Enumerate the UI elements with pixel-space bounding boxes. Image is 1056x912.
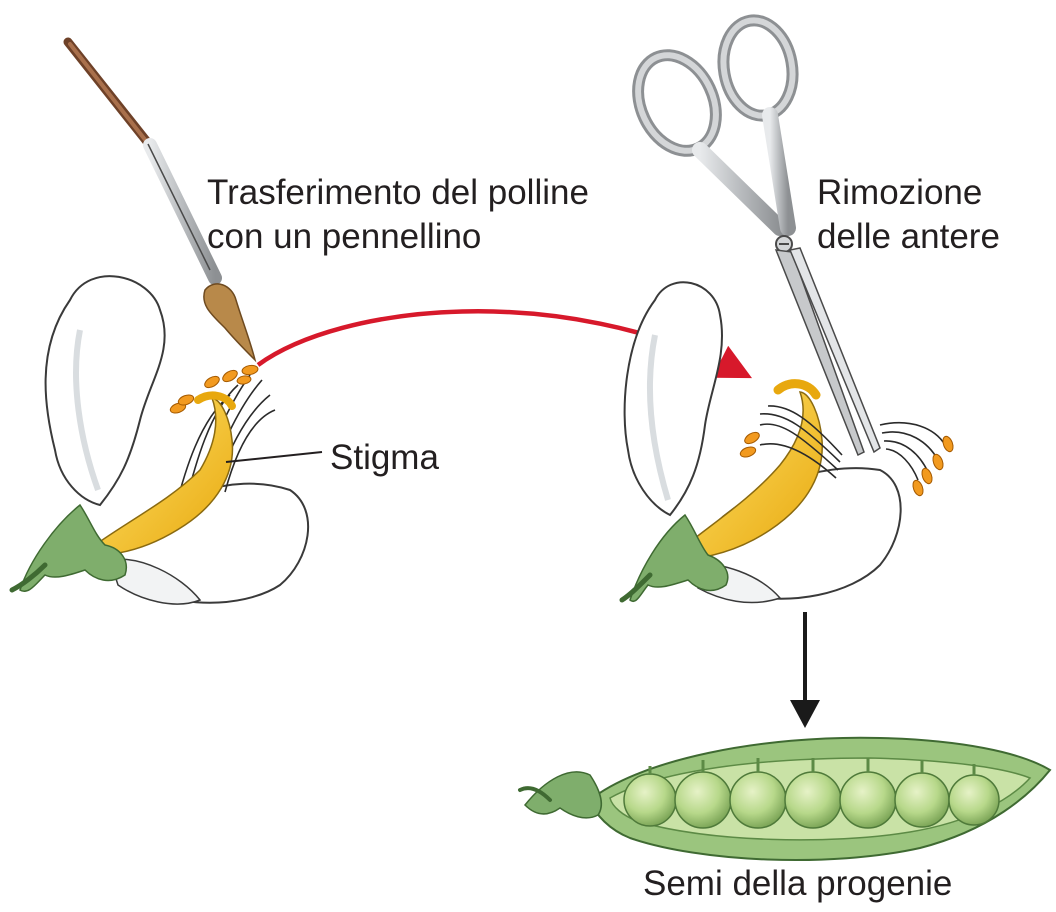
pea: [895, 773, 949, 827]
pea: [840, 772, 896, 828]
pea: [624, 774, 676, 826]
brush-transfer-caption-line1: Trasferimento del polline: [207, 171, 589, 215]
pod-calyx: [525, 772, 601, 818]
anther-removal-caption-line1: Rimozione: [817, 171, 1000, 215]
recipient-flower: [622, 282, 955, 602]
stigma-tip: [778, 384, 816, 395]
brush-transfer-caption-line2: con un pennellino: [207, 215, 589, 259]
removed-anthers-right: [911, 435, 955, 497]
sepals: [20, 505, 126, 591]
brush-transfer-caption: Trasferimento del polline con un pennell…: [207, 171, 589, 259]
pea-pod: [520, 738, 1050, 860]
removed-anthers-left: [739, 430, 761, 459]
pea: [730, 772, 786, 828]
pea: [949, 775, 999, 825]
pea: [785, 772, 841, 828]
stigma-leader-line: [226, 452, 322, 462]
standard-petal: [625, 282, 722, 515]
pea: [675, 772, 731, 828]
progeny-seeds-caption: Semi della progenie: [643, 862, 952, 906]
anther-removal-caption: Rimozione delle antere: [817, 171, 1000, 259]
flow-arrow: [790, 612, 820, 728]
anthers: [169, 364, 259, 415]
anther-removal-caption-line2: delle antere: [817, 215, 1000, 259]
cut-filaments-right: [880, 423, 945, 480]
stigma-label: Stigma: [330, 436, 439, 480]
standard-petal: [46, 276, 165, 505]
donor-flower: [12, 276, 308, 604]
